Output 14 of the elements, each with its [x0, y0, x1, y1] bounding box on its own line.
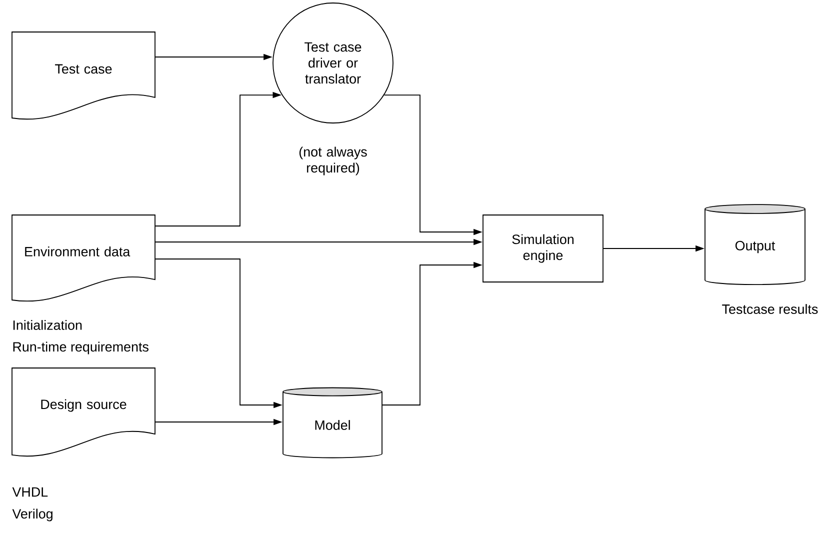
caption-text: Testcase results	[722, 304, 818, 314]
database-cylinder: Output	[704, 204, 806, 285]
node-label: Output	[735, 240, 776, 254]
document-box: Design source	[12, 368, 156, 457]
document-box: Environment data	[12, 214, 156, 302]
caption-text: Run-time requirements	[13, 342, 148, 354]
caption-text: VHDL	[12, 487, 48, 497]
document-box: Test case	[12, 32, 156, 120]
process-box: Simulation engine	[482, 214, 604, 282]
database-cylinder: Model	[282, 387, 382, 458]
caption-text: (not always required)	[299, 146, 367, 176]
node-label: Model	[315, 420, 350, 430]
caption-text: Initialization	[13, 320, 82, 330]
caption-text: Verilog	[12, 508, 52, 522]
